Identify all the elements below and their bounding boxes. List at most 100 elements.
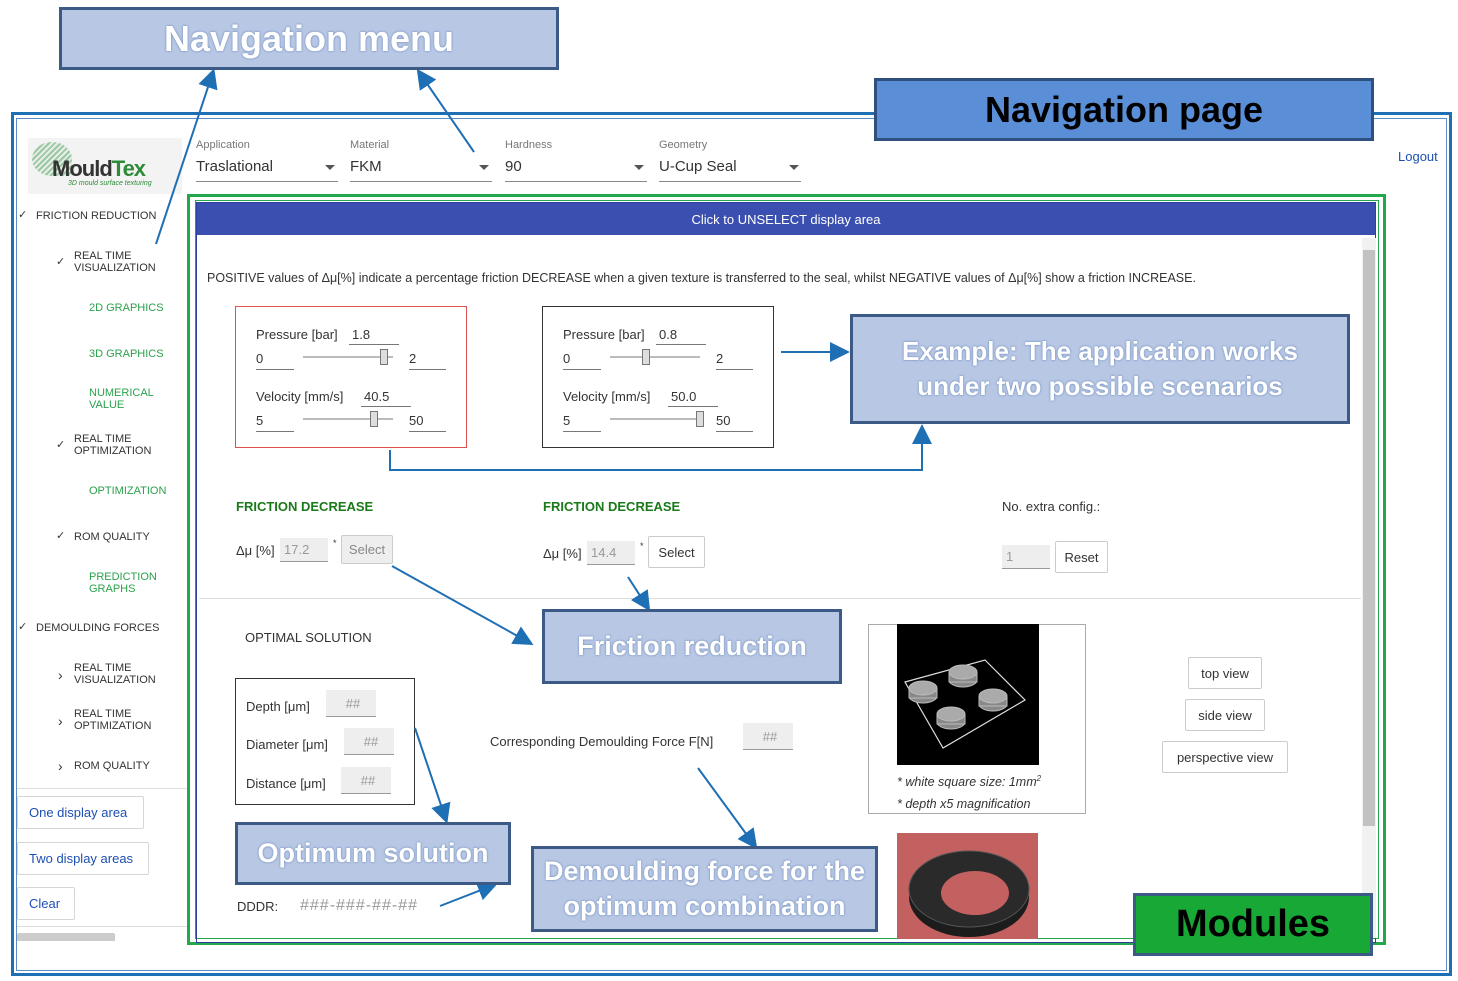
- sidebar-2d-graphics[interactable]: 2D GRAPHICS: [89, 302, 164, 314]
- velocity-min-underline: [563, 431, 601, 432]
- friction-decrease-title-2: FRICTION DECREASE: [543, 499, 681, 514]
- chevron-down-icon[interactable]: [634, 165, 644, 170]
- pressure-min[interactable]: 0: [256, 351, 264, 366]
- velocity-slider-thumb[interactable]: [696, 411, 704, 427]
- dmu-field-2[interactable]: 14.4: [587, 541, 635, 565]
- scenario-1-box: [235, 306, 467, 448]
- chevron-down-icon[interactable]: ✓: [18, 209, 28, 221]
- distance-field[interactable]: ##: [341, 767, 391, 794]
- side-view-button[interactable]: side view: [1185, 699, 1265, 731]
- material-select[interactable]: FKM: [350, 158, 382, 175]
- sidebar-divider: [17, 788, 187, 789]
- chevron-down-icon[interactable]: [325, 165, 335, 170]
- sidebar-3d-graphics[interactable]: 3D GRAPHICS: [89, 348, 164, 360]
- chevron-right-icon[interactable]: ›: [58, 713, 63, 729]
- pressure-min[interactable]: 0: [563, 351, 571, 366]
- depth-label: Depth [μm]: [246, 699, 310, 714]
- velocity-min-underline: [256, 431, 294, 432]
- one-display-area-button[interactable]: One display area: [17, 796, 144, 829]
- pressure-max[interactable]: 2: [716, 351, 724, 366]
- unselect-display-area-bar[interactable]: Click to UNSELECT display area: [197, 203, 1375, 235]
- diameter-field[interactable]: ##: [344, 728, 394, 755]
- velocity-min[interactable]: 5: [256, 413, 264, 428]
- display-scrollbar-thumb[interactable]: [1363, 250, 1375, 826]
- logout-link[interactable]: Logout: [1398, 149, 1438, 164]
- sidebar-dm-rom-quality[interactable]: ROM QUALITY: [74, 760, 150, 772]
- pressure-slider-thumb[interactable]: [380, 349, 388, 365]
- pressure-max[interactable]: 2: [409, 351, 417, 366]
- velocity-input[interactable]: 40.5: [364, 389, 390, 404]
- material-underline: [350, 181, 492, 182]
- dmu-label-1: Δμ [%]: [236, 543, 275, 558]
- clear-button[interactable]: Clear: [17, 887, 75, 920]
- pressure-slider-thumb[interactable]: [642, 349, 650, 365]
- dmu-field-1[interactable]: 17.2: [280, 538, 328, 562]
- velocity-input[interactable]: 50.0: [671, 389, 697, 404]
- demoulding-force-field[interactable]: ##: [743, 723, 793, 750]
- pressure-min-underline: [563, 369, 601, 370]
- velocity-slider[interactable]: [303, 418, 393, 420]
- demoulding-force-label: Corresponding Demoulding Force F[N]: [490, 734, 714, 749]
- depth-field[interactable]: ##: [326, 690, 376, 717]
- sidebar-optimization[interactable]: OPTIMIZATION: [89, 485, 167, 497]
- seal-photo: [897, 833, 1038, 939]
- texture-3d-render: [897, 624, 1039, 765]
- pressure-input[interactable]: 1.8: [352, 327, 371, 342]
- select-button-2[interactable]: Select: [648, 536, 705, 568]
- velocity-label: Velocity [mm/s]: [563, 389, 651, 404]
- select-button-1[interactable]: Select: [341, 535, 393, 564]
- velocity-max[interactable]: 50: [716, 413, 731, 428]
- reset-button[interactable]: Reset: [1055, 541, 1108, 573]
- velocity-underline: [668, 406, 718, 407]
- chevron-down-icon[interactable]: [789, 165, 799, 170]
- diameter-label: Diameter [μm]: [246, 737, 328, 752]
- chevron-right-icon[interactable]: ›: [58, 667, 63, 683]
- pressure-max-underline: [716, 369, 753, 370]
- chevron-down-icon[interactable]: ✓: [56, 530, 66, 542]
- pressure-max-underline: [409, 369, 446, 370]
- pressure-slider[interactable]: [610, 356, 700, 358]
- geometry-select[interactable]: U-Cup Seal: [659, 158, 737, 175]
- application-select[interactable]: Traslational: [196, 158, 273, 175]
- dmu-label-2: Δμ [%]: [543, 546, 582, 561]
- two-display-areas-button[interactable]: Two display areas: [17, 842, 149, 875]
- logo-tagline: 3D mould surface texturing: [68, 180, 152, 187]
- extra-config-input[interactable]: 1: [1002, 545, 1050, 569]
- perspective-view-button[interactable]: perspective view: [1162, 741, 1288, 773]
- application-label: Application: [196, 139, 250, 151]
- velocity-max-underline: [409, 431, 446, 432]
- sidebar-divider: [17, 926, 187, 927]
- navigation-page-frame: [11, 112, 1452, 976]
- sidebar-rom-quality[interactable]: ROM QUALITY: [74, 531, 150, 543]
- velocity-slider[interactable]: [610, 418, 700, 420]
- geometry-label: Geometry: [659, 139, 708, 151]
- velocity-max-underline: [716, 431, 753, 432]
- pressure-slider[interactable]: [303, 356, 393, 358]
- top-view-button[interactable]: top view: [1188, 657, 1262, 689]
- sidebar-scrollbar[interactable]: [17, 933, 115, 941]
- velocity-min[interactable]: 5: [563, 413, 571, 428]
- sidebar-friction-reduction[interactable]: FRICTION REDUCTION: [36, 210, 157, 222]
- chevron-right-icon[interactable]: ›: [58, 758, 63, 774]
- pressure-label: Pressure [bar]: [563, 327, 645, 342]
- friction-decrease-title-1: FRICTION DECREASE: [236, 499, 374, 514]
- sidebar-demoulding-forces[interactable]: DEMOULDING FORCES: [36, 622, 160, 634]
- chevron-down-icon[interactable]: ✓: [56, 439, 66, 451]
- chevron-down-icon[interactable]: [479, 165, 489, 170]
- pressure-input[interactable]: 0.8: [659, 327, 678, 342]
- velocity-slider-thumb[interactable]: [370, 411, 379, 427]
- extra-config-label: No. extra config.:: [1002, 499, 1101, 514]
- chevron-down-icon[interactable]: ✓: [56, 256, 66, 268]
- velocity-max[interactable]: 50: [409, 413, 424, 428]
- pressure-label: Pressure [bar]: [256, 327, 338, 342]
- pressure-underline: [349, 344, 399, 345]
- chevron-down-icon[interactable]: ✓: [18, 621, 28, 633]
- hardness-select[interactable]: 90: [505, 158, 522, 175]
- mouldtex-logo: MouldTex 3D mould surface texturing: [28, 138, 182, 194]
